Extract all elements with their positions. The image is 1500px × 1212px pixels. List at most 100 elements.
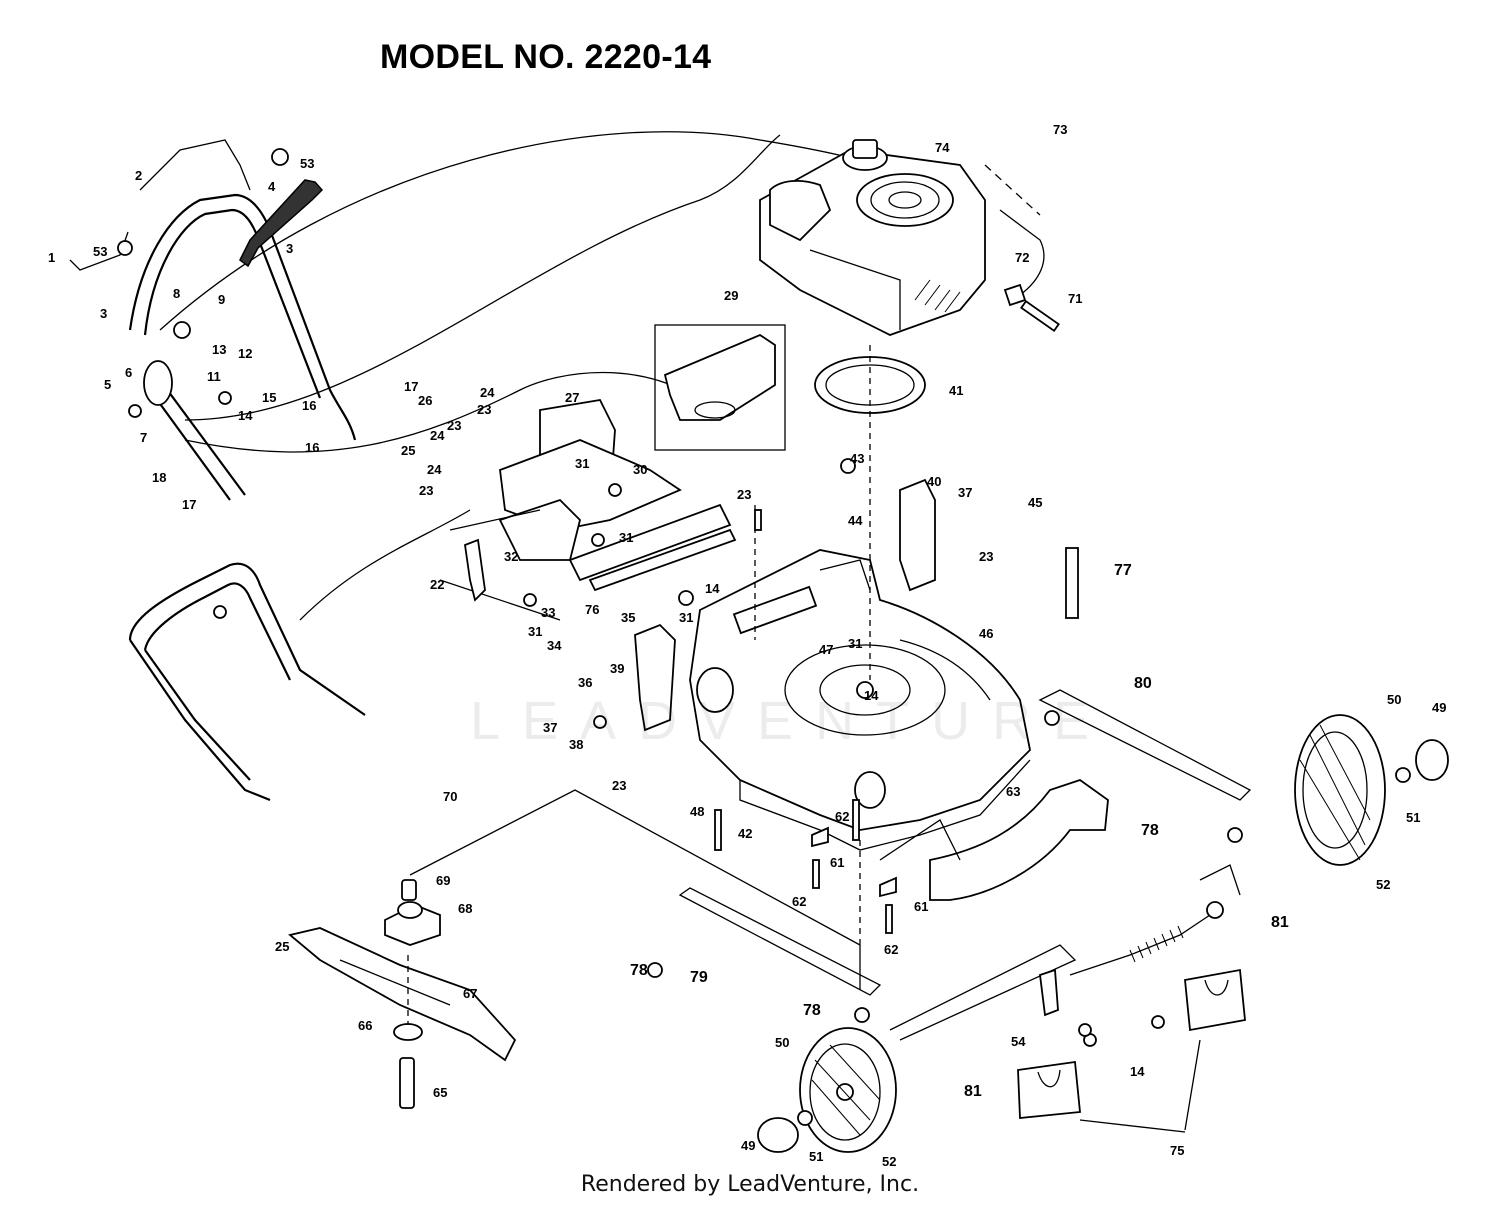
plate-35 — [588, 528, 737, 592]
blade-bolt — [399, 1057, 415, 1109]
deflector-box — [654, 324, 786, 451]
part-label-61: 61 — [830, 855, 844, 870]
part-label-70: 70 — [443, 789, 457, 804]
part-label-11: 11 — [207, 369, 221, 384]
part-label-51: 51 — [809, 1149, 823, 1164]
part-label-14: 14 — [705, 581, 720, 596]
part-label-31: 31 — [528, 624, 542, 639]
part-label-31: 31 — [619, 530, 633, 545]
part-label-26: 26 — [418, 393, 432, 408]
part-label-14: 14 — [864, 688, 879, 703]
rear-wheel — [1294, 714, 1386, 866]
rear-deflector — [929, 779, 1109, 901]
part-label-5: 5 — [104, 377, 111, 392]
part-label-23: 23 — [447, 418, 461, 433]
part-label-81: 81 — [1271, 914, 1289, 931]
part-label-45: 45 — [1028, 495, 1042, 510]
part-label-62: 62 — [835, 809, 849, 824]
part-label-76: 76 — [585, 602, 599, 617]
part-label-34: 34 — [547, 638, 562, 653]
part-label-62: 62 — [884, 942, 898, 957]
part-label-9: 9 — [218, 292, 225, 307]
part-label-47: 47 — [819, 642, 833, 657]
part-label-37: 37 — [958, 485, 972, 500]
part-label-25: 25 — [275, 939, 289, 954]
part-label-18: 18 — [152, 470, 166, 485]
part-label-52: 52 — [882, 1154, 896, 1169]
part-label-23: 23 — [612, 778, 626, 793]
part-label-42: 42 — [738, 826, 752, 841]
mower-blade — [288, 927, 517, 1062]
part-label-80: 80 — [1134, 675, 1152, 692]
part-label-1: 1 — [48, 250, 55, 265]
part-label-31: 31 — [848, 636, 862, 651]
part-label-16: 16 — [305, 440, 319, 455]
part-label-52: 52 — [1376, 877, 1390, 892]
part-label-53: 53 — [300, 156, 314, 171]
part-label-2: 2 — [135, 168, 142, 183]
part-label-65: 65 — [433, 1085, 447, 1100]
part-label-31: 31 — [679, 610, 693, 625]
part-label-39: 39 — [610, 661, 624, 676]
footer-credit: Rendered by LeadVenture, Inc. — [580, 1172, 920, 1197]
part-label-69: 69 — [436, 873, 450, 888]
part-label-29: 29 — [724, 288, 738, 303]
diagram-title: MODEL NO. 2220-14 — [380, 38, 712, 76]
part-label-63: 63 — [1006, 784, 1020, 799]
part-label-27: 27 — [565, 390, 579, 405]
part-label-8: 8 — [173, 286, 180, 301]
rear-axle-80 — [1038, 689, 1252, 801]
part-label-50: 50 — [775, 1035, 789, 1050]
part-label-24: 24 — [427, 462, 442, 477]
part-label-3: 3 — [100, 306, 107, 321]
part-label-48: 48 — [690, 804, 704, 819]
part-label-7: 7 — [140, 430, 147, 445]
handle-grip — [239, 179, 324, 268]
part-label-40: 40 — [927, 474, 941, 489]
part-label-24: 24 — [430, 428, 445, 443]
part-label-62: 62 — [792, 894, 806, 909]
hub-cap-49b — [757, 1117, 799, 1153]
part-label-78: 78 — [1141, 822, 1159, 839]
part-label-54: 54 — [1011, 1034, 1026, 1049]
bracket-40 — [899, 478, 936, 592]
part-label-24: 24 — [480, 385, 495, 400]
lower-handle — [128, 562, 366, 802]
part-label-38: 38 — [569, 737, 583, 752]
part-label-6: 6 — [125, 365, 132, 380]
shield-75b — [1017, 1060, 1081, 1119]
blade-bolt-spacer — [401, 879, 417, 901]
part-label-79: 79 — [690, 969, 708, 986]
part-label-75: 75 — [1170, 1143, 1184, 1158]
part-label-15: 15 — [262, 390, 276, 405]
watermark-text: LEADVENTURE — [470, 691, 1112, 751]
part-label-53: 53 — [93, 244, 107, 259]
part-label-61: 61 — [914, 899, 928, 914]
part-label-23: 23 — [419, 483, 433, 498]
front-wheel — [799, 1027, 897, 1153]
part-label-67: 67 — [463, 986, 477, 1001]
part-label-17: 17 — [182, 497, 196, 512]
part-label-35: 35 — [621, 610, 635, 625]
part-label-72: 72 — [1015, 250, 1029, 265]
part-label-51: 51 — [1406, 810, 1420, 825]
part-22 — [464, 538, 486, 602]
part-label-74: 74 — [935, 140, 950, 155]
control-cable — [184, 134, 781, 421]
part-label-36: 36 — [578, 675, 592, 690]
part-label-23: 23 — [477, 402, 491, 417]
height-adjust-cable — [1069, 914, 1211, 976]
shield-75a — [1184, 968, 1246, 1032]
part-label-23: 23 — [737, 487, 751, 502]
part-label-81: 81 — [964, 1083, 982, 1100]
hub-cap-49a — [1415, 739, 1449, 781]
part-77 — [1065, 547, 1079, 619]
mower-deck — [689, 549, 1031, 851]
part-label-66: 66 — [358, 1018, 372, 1033]
part-label-44: 44 — [848, 513, 863, 528]
part-label-14: 14 — [1130, 1064, 1145, 1079]
part-label-68: 68 — [458, 901, 472, 916]
